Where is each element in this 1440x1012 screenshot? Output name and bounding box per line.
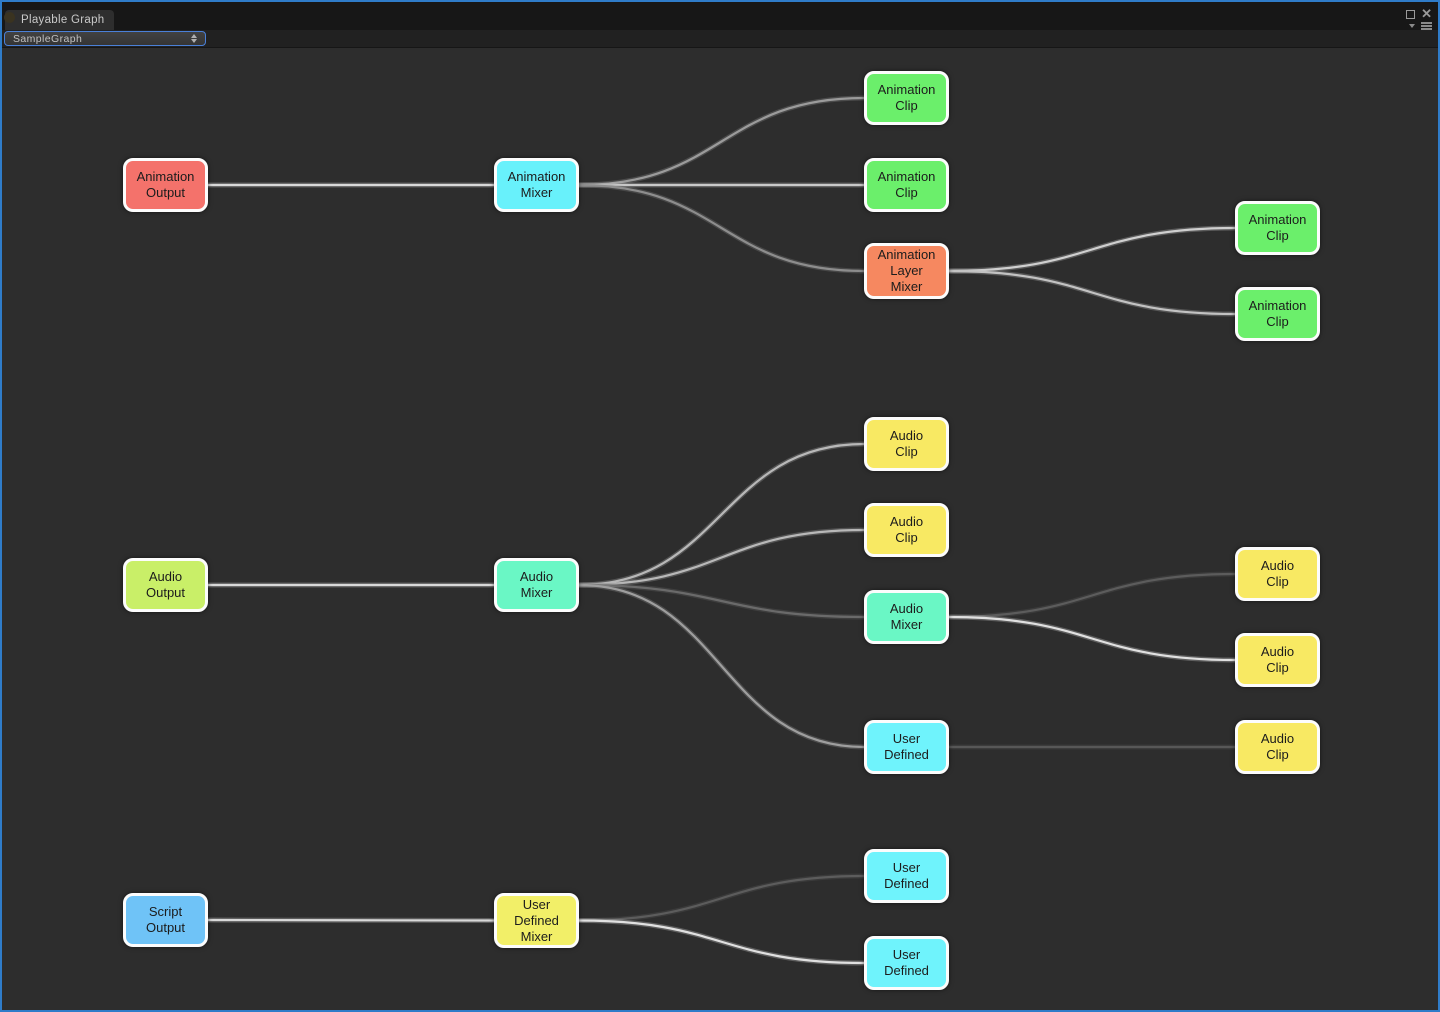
tab-label: Playable Graph [21,14,105,26]
title-bar: Playable Graph ✕ [2,2,1438,30]
graph-edge-anim_layer_mixer-anim_clip4 [947,269,1237,316]
pane-dot-icon [4,12,15,23]
graph-edge-audio_mixer-audio_clip1 [577,442,866,587]
pane-menu-icon[interactable] [1421,22,1432,30]
graph-node-audio_clip3[interactable]: Audio Clip [1235,547,1320,601]
node-label: Audio Clip [1260,558,1295,589]
node-label: Audio Output [145,569,186,600]
node-label: Animation Clip [877,82,936,113]
node-label: Animation Output [136,169,195,200]
node-label: User Defined [884,731,929,762]
graph-edge-script_out-user_def_mixer [206,918,496,922]
graph-node-audio_clip2[interactable]: Audio Clip [864,503,949,557]
node-label: Animation Clip [1248,298,1307,329]
graph-edge-audio_mixer-user_def_a [577,583,866,749]
node-label: Animation Clip [877,169,936,200]
node-label: Audio Mixer [519,569,554,600]
node-label: Animation Mixer [507,169,566,200]
graph-edge-audio_mixer2-audio_clip4 [947,615,1237,662]
close-icon[interactable]: ✕ [1421,6,1432,21]
graph-node-audio_out[interactable]: Audio Output [123,558,208,612]
node-label: User Defined [884,947,929,978]
node-label: Script Output [145,904,186,935]
graph-edge-anim_layer_mixer-anim_clip3 [947,226,1237,273]
graph-toolbar: SampleGraph [2,30,1438,48]
graph-edge-audio_mixer2-audio_clip3 [947,572,1237,619]
graph-node-anim_clip3[interactable]: Animation Clip [1235,201,1320,255]
graph-edge-anim_mixer-anim_layer_mixer [577,183,866,273]
graph-node-anim_out[interactable]: Animation Output [123,158,208,212]
graph-selector-dropdown[interactable]: SampleGraph [4,31,206,46]
graph-node-user_def_a[interactable]: User Defined [864,720,949,774]
graph-node-anim_clip2[interactable]: Animation Clip [864,158,949,212]
graph-node-user_def1[interactable]: User Defined [864,849,949,903]
graph-node-audio_clip4[interactable]: Audio Clip [1235,633,1320,687]
stepper-icon [191,34,197,43]
graph-node-anim_clip4[interactable]: Animation Clip [1235,287,1320,341]
graph-node-audio_mixer2[interactable]: Audio Mixer [864,590,949,644]
graph-edge-anim_mixer-anim_clip1 [577,96,866,187]
graph-selector-value: SampleGraph [13,32,83,45]
graph-node-user_def_mixer[interactable]: User Defined Mixer [494,893,579,948]
node-label: Audio Clip [1260,731,1295,762]
graph-node-user_def2[interactable]: User Defined [864,936,949,990]
node-label: Audio Clip [889,514,924,545]
node-label: Animation Clip [1248,212,1307,243]
graph-node-anim_layer_mixer[interactable]: Animation Layer Mixer [864,243,949,299]
graph-edge-user_def_mixer-user_def2 [577,919,866,965]
node-label: Audio Mixer [889,601,924,632]
graph-node-anim_mixer[interactable]: Animation Mixer [494,158,579,212]
tab-playable-graph[interactable]: Playable Graph [5,10,115,30]
graph-edge-user_def_mixer-user_def1 [577,874,866,922]
graph-edge-audio_mixer-audio_clip2 [577,528,866,587]
maximize-icon[interactable] [1406,9,1416,19]
graph-node-script_out[interactable]: Script Output [123,893,208,947]
node-label: User Defined [884,860,929,891]
node-label: User Defined Mixer [514,896,559,944]
graph-edge-audio_mixer-audio_mixer2 [577,583,866,619]
node-label: Audio Clip [1260,644,1295,675]
graph-node-anim_clip1[interactable]: Animation Clip [864,71,949,125]
graph-node-audio_clip5[interactable]: Audio Clip [1235,720,1320,774]
graph-node-audio_mixer[interactable]: Audio Mixer [494,558,579,612]
chevron-down-icon[interactable] [1409,23,1415,28]
node-label: Audio Clip [889,428,924,459]
graph-node-audio_clip1[interactable]: Audio Clip [864,417,949,471]
node-label: Animation Layer Mixer [877,247,936,294]
